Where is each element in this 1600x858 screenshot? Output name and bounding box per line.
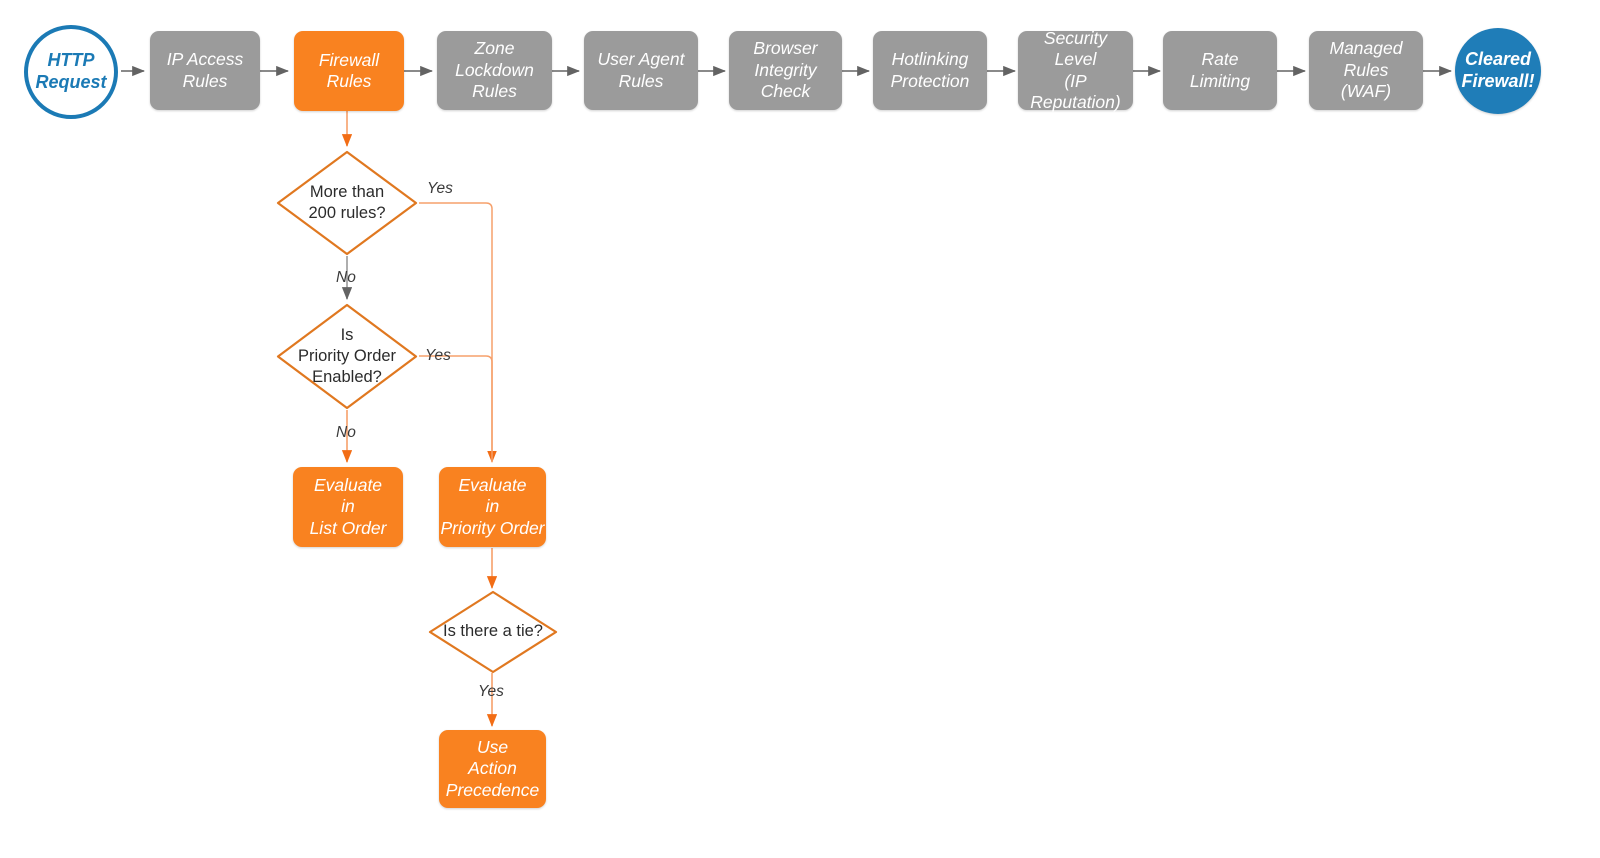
node-user-agent-rules[interactable]: User Agent Rules	[584, 31, 698, 110]
node-evaluate-in-priority-order[interactable]: Evaluate in Priority Order	[439, 467, 546, 547]
node-http-request[interactable]: HTTP Request	[24, 25, 118, 119]
node-hotlinking-protection[interactable]: Hotlinking Protection	[873, 31, 987, 110]
node-label: IP Access Rules	[166, 49, 244, 91]
node-rate-limiting[interactable]: Rate Limiting	[1163, 31, 1277, 110]
node-is-priority-order-enabled[interactable]: Is Priority Order Enabled?	[276, 303, 418, 410]
node-label: Firewall Rules	[318, 49, 380, 91]
node-label: Evaluate in Priority Order	[440, 474, 545, 538]
node-label: Use Action Precedence	[445, 736, 540, 800]
edge-label-no-more-than-200: No	[336, 269, 356, 286]
node-label: Cleared Firewall!	[1461, 49, 1535, 91]
node-label: Managed Rules (WAF)	[1329, 38, 1403, 102]
node-is-there-a-tie[interactable]: Is there a tie?	[428, 590, 558, 674]
node-more-than-200-rules[interactable]: More than 200 rules?	[276, 150, 418, 256]
node-evaluate-in-list-order[interactable]: Evaluate in List Order	[293, 467, 403, 547]
node-use-action-precedence[interactable]: Use Action Precedence	[439, 730, 546, 808]
edge-label-no-priority-order: No	[336, 424, 356, 441]
node-label: More than 200 rules?	[308, 182, 386, 222]
edge-d1-yes	[419, 202, 497, 463]
node-label: User Agent Rules	[597, 49, 685, 91]
node-label: Is there a tie?	[443, 622, 543, 641]
node-label: Hotlinking Protection	[890, 49, 970, 91]
node-security-level[interactable]: Security Level (IP Reputation)	[1018, 27, 1133, 112]
node-label: Evaluate in List Order	[309, 474, 387, 538]
node-label: Security Level (IP Reputation)	[1030, 27, 1121, 112]
node-managed-rules-waf[interactable]: Managed Rules (WAF)	[1309, 31, 1423, 110]
node-label: Rate Limiting	[1189, 49, 1251, 91]
node-label: Browser Integrity Check	[753, 38, 818, 102]
node-firewall-rules[interactable]: Firewall Rules	[294, 31, 404, 111]
node-ip-access-rules[interactable]: IP Access Rules	[150, 31, 260, 110]
diamond-shape	[428, 590, 558, 674]
edge-label-yes-tie: Yes	[478, 683, 504, 700]
edge-label-yes-more-than-200: Yes	[427, 180, 453, 197]
node-cleared-firewall[interactable]: Cleared Firewall!	[1455, 28, 1541, 114]
node-label: Is Priority Order Enabled?	[297, 325, 397, 387]
node-browser-integrity-check[interactable]: Browser Integrity Check	[729, 31, 842, 110]
node-label: HTTP Request	[35, 50, 107, 92]
edge-d2-yes	[419, 355, 493, 462]
node-label: Zone Lockdown Rules	[455, 38, 534, 102]
diamond-shape	[276, 303, 418, 410]
node-zone-lockdown-rules[interactable]: Zone Lockdown Rules	[437, 31, 552, 110]
edge-label-yes-priority-order: Yes	[425, 347, 451, 364]
diamond-shape	[276, 150, 418, 256]
